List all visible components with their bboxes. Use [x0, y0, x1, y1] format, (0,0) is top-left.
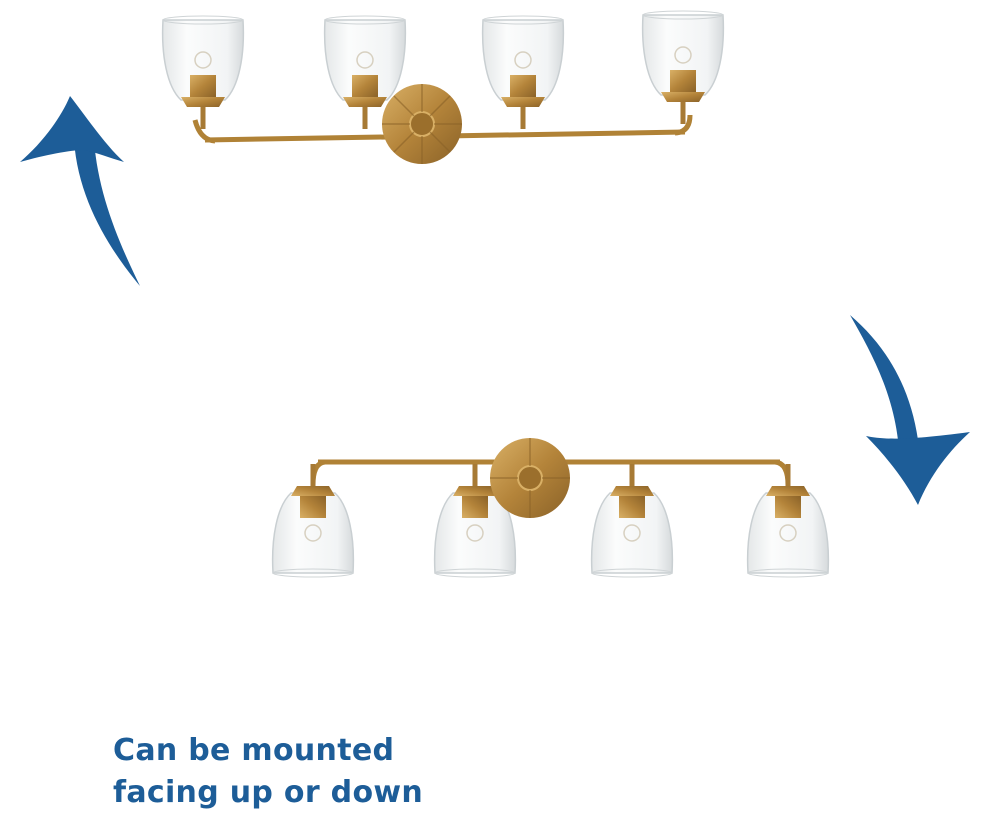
- glass-shade: [481, 15, 565, 130]
- top-fixture: [161, 10, 725, 164]
- glass-shade: [746, 463, 830, 578]
- caption-line-1: Can be mounted: [113, 733, 395, 768]
- curved-arrow-down-icon: [850, 315, 970, 505]
- bottom-fixture: [271, 438, 830, 578]
- glass-shade: [271, 463, 355, 578]
- caption-line-2: facing up or down: [113, 775, 424, 810]
- mounting-caption: Can be mounted facing up or down: [113, 730, 423, 814]
- glass-shade: [641, 10, 725, 125]
- curved-arrow-up-icon: [20, 96, 140, 286]
- glass-shade: [161, 15, 245, 130]
- canopy: [490, 438, 570, 518]
- glass-shade: [590, 463, 674, 578]
- canopy: [382, 84, 462, 164]
